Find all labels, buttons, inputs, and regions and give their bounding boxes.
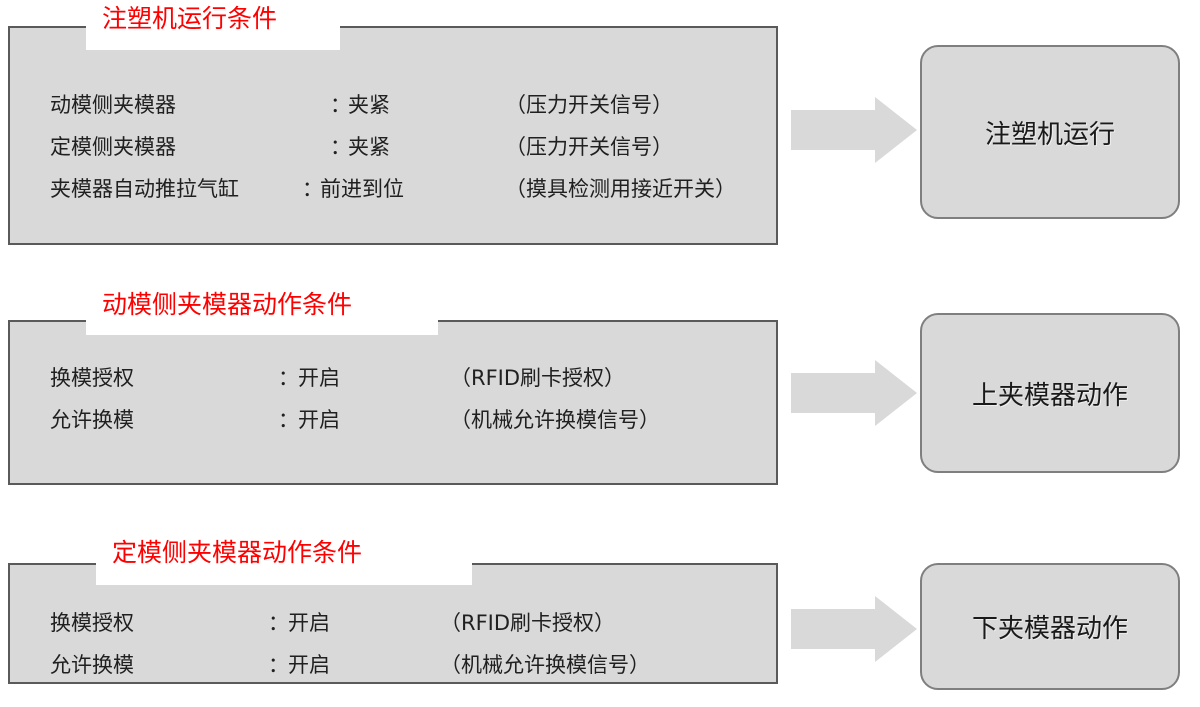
condition-row: 换模授权 ： 开启 （RFID刷卡授权） — [0, 602, 1200, 644]
condition-label: 允许换模 — [50, 408, 134, 432]
condition-label: 换模授权 — [50, 366, 134, 390]
condition-row: 定模侧夹模器 ： 夹紧 （压力开关信号） — [0, 126, 1200, 168]
condition-colon: ： — [268, 653, 289, 677]
condition-label: 夹模器自动推拉气缸 — [50, 177, 239, 201]
condition-colon: ： — [278, 366, 299, 390]
condition-row: 允许换模 ： 开启 （机械允许换模信号） — [0, 399, 1200, 441]
condition-row: 动模侧夹模器 ： 夹紧 （压力开关信号） — [0, 84, 1200, 126]
condition-label: 动模侧夹模器 — [50, 93, 176, 117]
condition-label: 允许换模 — [50, 653, 134, 677]
condition-title-fixed-side-clamp: 定模侧夹模器动作条件 — [96, 538, 472, 585]
condition-title-text: 定模侧夹模器动作条件 — [112, 538, 363, 567]
condition-value: 开启 — [288, 611, 330, 635]
condition-note: （RFID刷卡授权） — [450, 366, 626, 390]
result-box-lower-clamp-action: 下夹模器动作 — [920, 563, 1180, 690]
result-box-injection-run: 注塑机运行 — [920, 45, 1180, 219]
condition-panel-injection-run — [8, 26, 778, 245]
condition-title-moving-side-clamp: 动模侧夹模器动作条件 — [86, 290, 438, 335]
condition-panel-moving-side-clamp — [8, 320, 778, 485]
condition-colon: ： — [302, 177, 323, 201]
condition-row-list-moving-side-clamp: 换模授权 ： 开启 （RFID刷卡授权） 允许换模 ： 开启 （机械允许换模信号… — [0, 357, 1200, 441]
condition-colon: ： — [330, 93, 351, 117]
condition-note: （机械允许换模信号） — [450, 408, 660, 432]
condition-row: 允许换模 ： 开启 （机械允许换模信号） — [0, 644, 1200, 686]
result-label: 注塑机运行 — [984, 119, 1115, 150]
condition-value: 开启 — [288, 653, 330, 677]
condition-value: 夹紧 — [348, 93, 390, 117]
condition-note: （压力开关信号） — [505, 93, 673, 117]
condition-title-text: 注塑机运行条件 — [102, 4, 278, 33]
condition-row-list-injection-run: 动模侧夹模器 ： 夹紧 （压力开关信号） 定模侧夹模器 ： 夹紧 （压力开关信号… — [0, 84, 1200, 210]
result-label: 上夹模器动作 — [971, 380, 1128, 411]
condition-label: 定模侧夹模器 — [50, 135, 176, 159]
condition-row: 夹模器自动推拉气缸 ： 前进到位 （摸具检测用接近开关） — [0, 168, 1200, 210]
condition-colon: ： — [330, 135, 351, 159]
condition-title-text: 动模侧夹模器动作条件 — [102, 290, 353, 319]
condition-title-injection-run: 注塑机运行条件 — [86, 4, 340, 50]
condition-colon: ： — [278, 408, 299, 432]
condition-value: 开启 — [298, 408, 340, 432]
condition-label: 换模授权 — [50, 611, 134, 635]
condition-note: （压力开关信号） — [505, 135, 673, 159]
result-box-upper-clamp-action: 上夹模器动作 — [920, 313, 1180, 473]
condition-colon: ： — [268, 611, 289, 635]
result-label: 下夹模器动作 — [971, 614, 1128, 644]
condition-note: （摸具检测用接近开关） — [505, 177, 736, 201]
condition-value: 开启 — [298, 366, 340, 390]
right-arrow-icon — [791, 596, 917, 662]
condition-row: 换模授权 ： 开启 （RFID刷卡授权） — [0, 357, 1200, 399]
condition-value: 前进到位 — [320, 177, 404, 201]
right-arrow-icon — [791, 360, 917, 426]
right-arrow-icon — [791, 97, 917, 163]
condition-value: 夹紧 — [348, 135, 390, 159]
condition-note: （机械允许换模信号） — [440, 653, 650, 677]
condition-note: （RFID刷卡授权） — [440, 611, 616, 635]
condition-row-list-fixed-side-clamp: 换模授权 ： 开启 （RFID刷卡授权） 允许换模 ： 开启 （机械允许换模信号… — [0, 602, 1200, 686]
